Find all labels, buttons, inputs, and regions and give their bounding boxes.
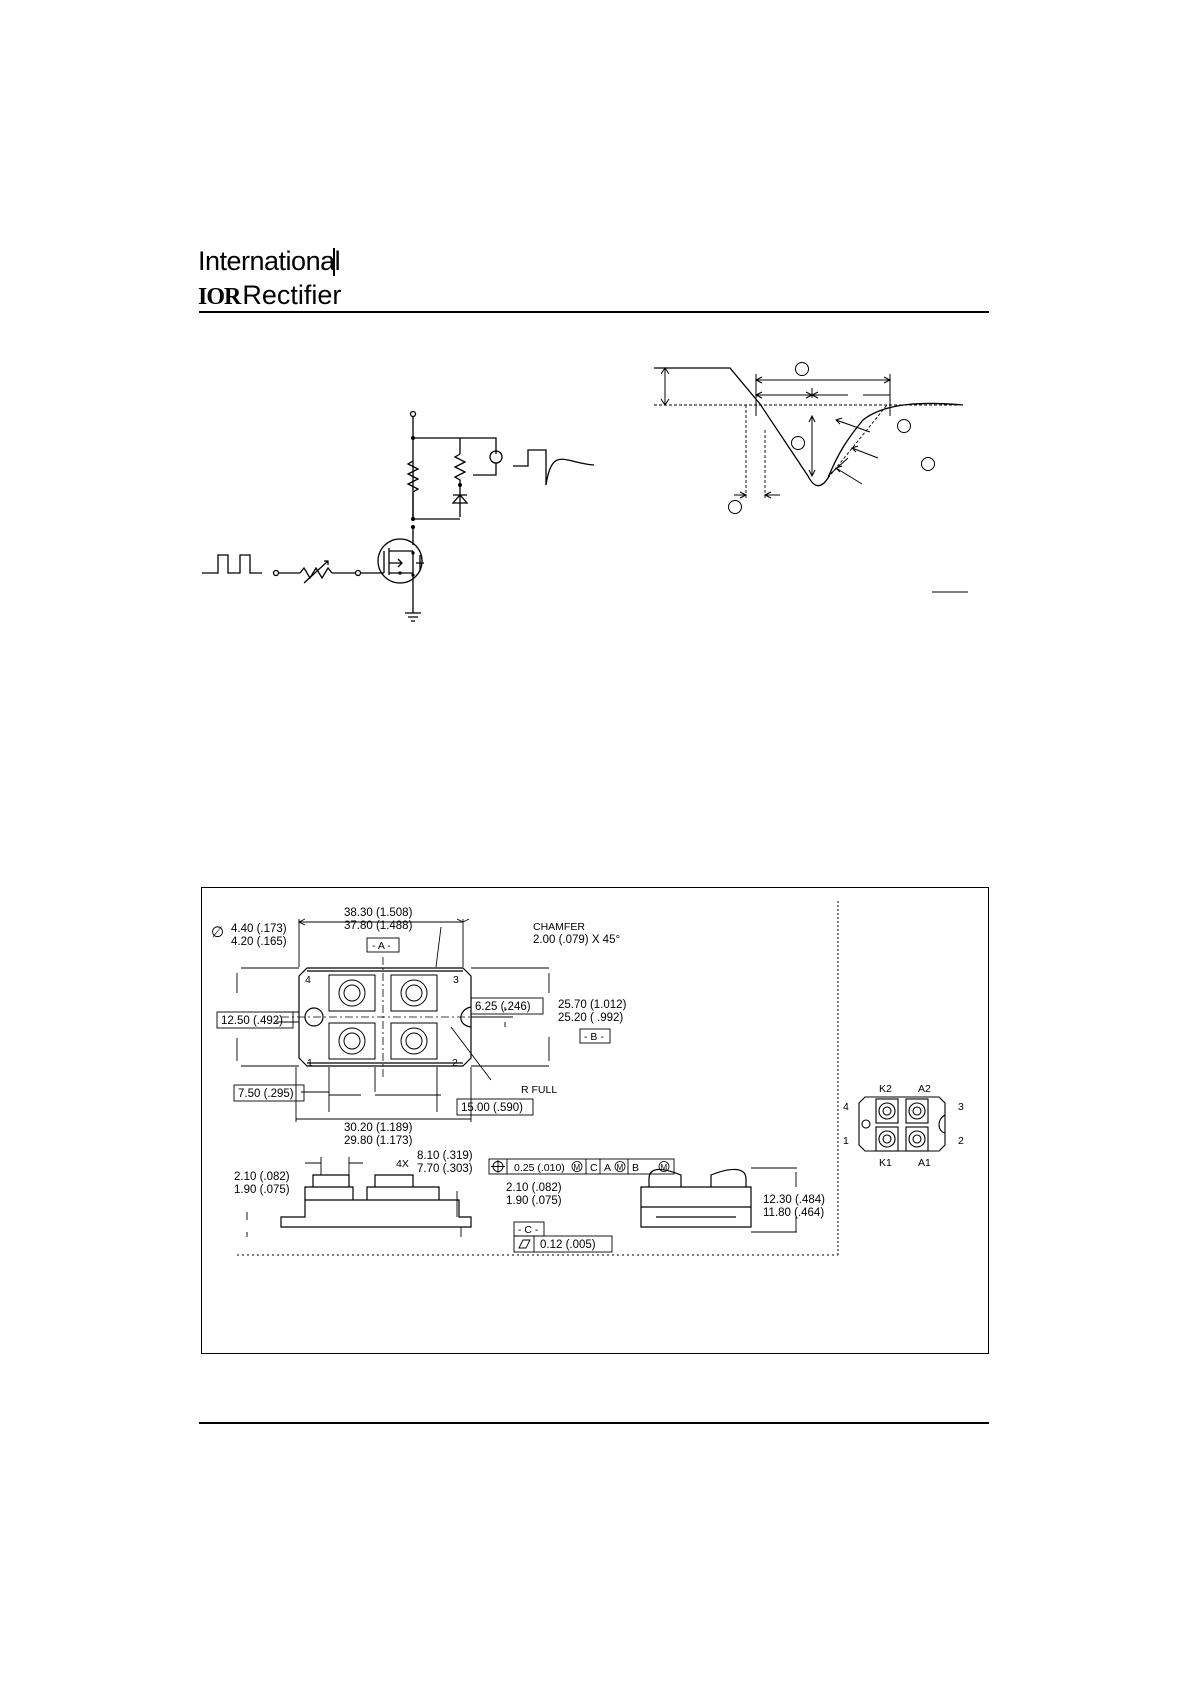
top-view-terminals (328, 974, 438, 1060)
dim-total-height-min: 11.80 (.464) (763, 1207, 824, 1219)
pin-label-a1: A1 (918, 1157, 931, 1169)
dim-base-height-min: 1.90 (.075) (506, 1195, 562, 1207)
pin-1-top: 1 (307, 1057, 313, 1069)
pin-label-1: 1 (843, 1135, 849, 1147)
test-circuit-diagram (202, 410, 595, 622)
dim-term-offset: 7.50 (.295) (238, 1088, 294, 1100)
current-waveform (654, 367, 964, 487)
package-outline-drawing: ∅ 4.40 (.173) 4.20 (.165) 38.30 (1.508) … (211, 901, 964, 1256)
pin-diagram (858, 1096, 946, 1152)
gate-resistor-symbol (299, 566, 333, 580)
end-view (640, 1168, 752, 1228)
header-rule (199, 311, 989, 313)
fcf-modifier-1: M (574, 1163, 581, 1172)
load-resistor-symbol (406, 460, 420, 493)
ground-symbol (405, 612, 421, 622)
mosfet-symbol (377, 538, 423, 584)
dim-mount-min: 29.80 (1.173) (344, 1135, 413, 1147)
company-name-rectifier: Rectifier (242, 280, 342, 310)
fcf-modifier-3: M (661, 1163, 668, 1172)
dim-hole-dia-max: 4.40 (.173) (231, 923, 287, 935)
dim-height-max: 25.70 (1.012) (558, 999, 627, 1011)
dim-hole-pitch: 12.50 (.492) (221, 1015, 283, 1027)
footer-rule (199, 1422, 989, 1424)
dim-width-max: 38.30 (1.508) (344, 907, 413, 919)
fcf-datum-a: A (604, 1162, 611, 1174)
dim-term-width-min: 7.70 (.303) (417, 1163, 473, 1175)
datum-c: - C - (518, 1224, 539, 1236)
position-tolerance-frame (488, 1158, 675, 1175)
chamfer-value: 2.00 (.079) X 45° (533, 934, 620, 946)
pin-label-3: 3 (958, 1101, 964, 1113)
fcf-modifier-2: M (617, 1163, 624, 1172)
flatness-value: 0.12 (.005) (540, 1239, 596, 1251)
pin-label-2: 2 (958, 1135, 964, 1147)
flatness-frame (513, 1235, 613, 1253)
side-view (280, 1174, 472, 1228)
dim-hole-dia-min: 4.20 (.165) (231, 936, 287, 948)
pin-4-top: 4 (305, 974, 311, 986)
pin-3-top: 3 (453, 974, 459, 986)
datum-b: - B - (584, 1031, 604, 1043)
chamfer-label: CHAMFER (533, 921, 585, 933)
fcf-datum-b: B (632, 1162, 639, 1174)
output-waveform (513, 449, 595, 486)
pin-2-top: 2 (452, 1057, 458, 1069)
pin-label-k2: K2 (879, 1083, 892, 1095)
input-pulse-waveform (202, 554, 262, 574)
dim-term-width-max: 8.10 (.319) (417, 1150, 473, 1162)
dim-term-height-min: 1.90 (.075) (234, 1184, 290, 1196)
r-full-label: R FULL (521, 1084, 557, 1096)
pin-label-a2: A2 (918, 1083, 931, 1095)
count-4x: 4X (396, 1158, 409, 1170)
position-tolerance-value: 0.25 (.010) (514, 1162, 565, 1174)
freewheel-diode-symbol (451, 494, 469, 504)
company-name-line2: IORRectifier (198, 280, 341, 311)
company-name-line1: International (198, 246, 341, 276)
fcf-datum-c: C (590, 1162, 598, 1174)
logo-bar (333, 248, 335, 276)
dim-mount-max: 30.20 (1.189) (344, 1122, 413, 1134)
diameter-symbol: ∅ (211, 924, 224, 941)
pin-label-k1: K1 (879, 1157, 892, 1169)
dim-base-height-max: 2.10 (.082) (506, 1182, 562, 1194)
dim-slot-offset: 6.25 (.246) (475, 1001, 531, 1013)
ior-logo: IOR (198, 284, 241, 310)
datum-a: - A - (372, 940, 391, 952)
recovery-waveform-diagram (654, 362, 968, 593)
package-outline-box (201, 887, 989, 1354)
dim-height-min: 25.20 ( .992) (558, 1012, 623, 1024)
dim-term-height-max: 2.10 (.082) (234, 1171, 290, 1183)
pin-label-4: 4 (843, 1101, 849, 1113)
dim-total-height-max: 12.30 (.484) (763, 1194, 825, 1206)
dim-width-min: 37.80 (1.488) (344, 920, 413, 932)
dim-term-pitch: 15.00 (.590) (461, 1102, 523, 1114)
